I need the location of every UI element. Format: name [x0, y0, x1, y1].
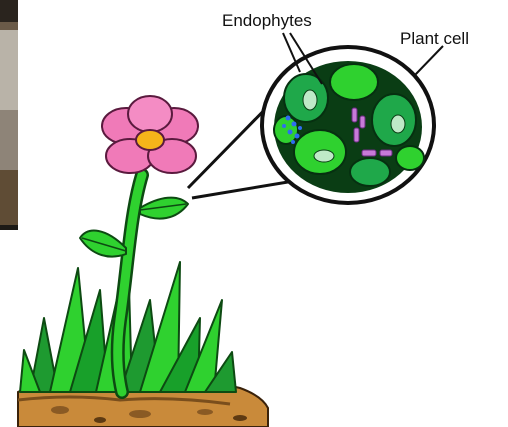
label-plant-cell: Plant cell	[400, 29, 469, 48]
flower	[102, 96, 198, 173]
background-photo-strip	[0, 0, 18, 230]
label-endophytes: Endophytes	[222, 11, 312, 30]
